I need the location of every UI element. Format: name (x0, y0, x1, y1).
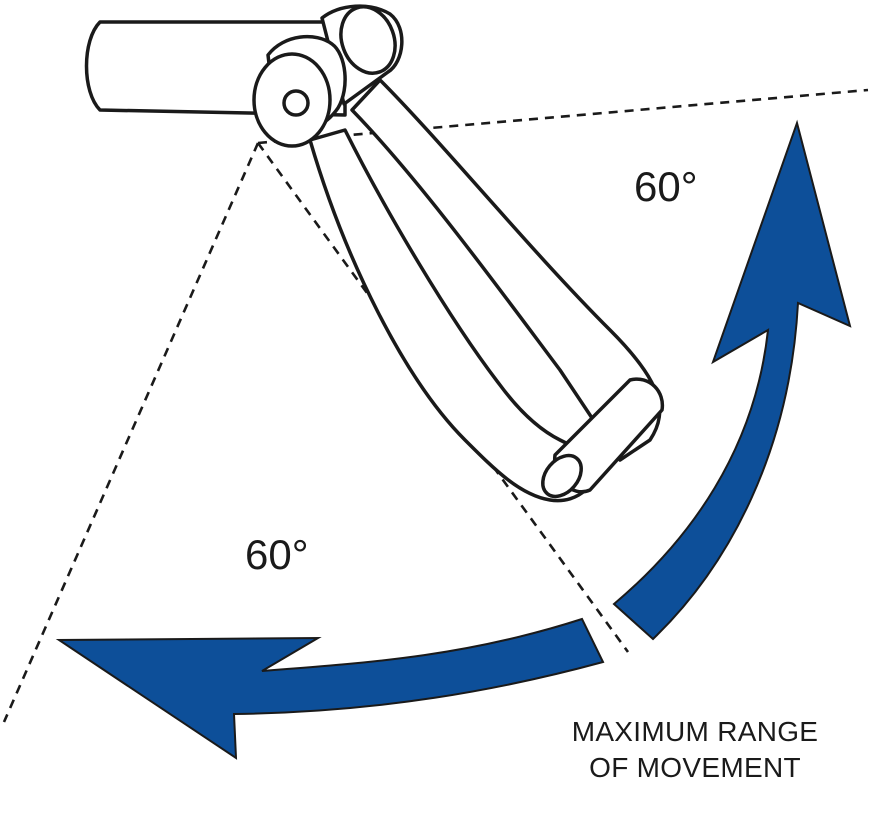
upper-angle-label: 60° (634, 163, 698, 210)
grip-end (541, 453, 583, 499)
handle (308, 78, 665, 503)
lower-angle-label: 60° (245, 531, 309, 578)
downward-range-arrow (55, 617, 605, 760)
caption-line-1: MAXIMUM RANGE (571, 716, 819, 747)
pivot-collar (252, 34, 347, 148)
upward-range-arrow (612, 119, 852, 641)
upper-reference-line (257, 88, 869, 145)
pivot-hole (282, 89, 310, 117)
lower-reference-line (2, 142, 260, 723)
range-caption: MAXIMUM RANGE OF MOVEMENT (560, 714, 830, 786)
reference-lines (2, 88, 869, 723)
middle-reference-line (256, 142, 630, 653)
handle-back-arm (350, 78, 662, 462)
caption-line-2: OF MOVEMENT (589, 752, 801, 783)
